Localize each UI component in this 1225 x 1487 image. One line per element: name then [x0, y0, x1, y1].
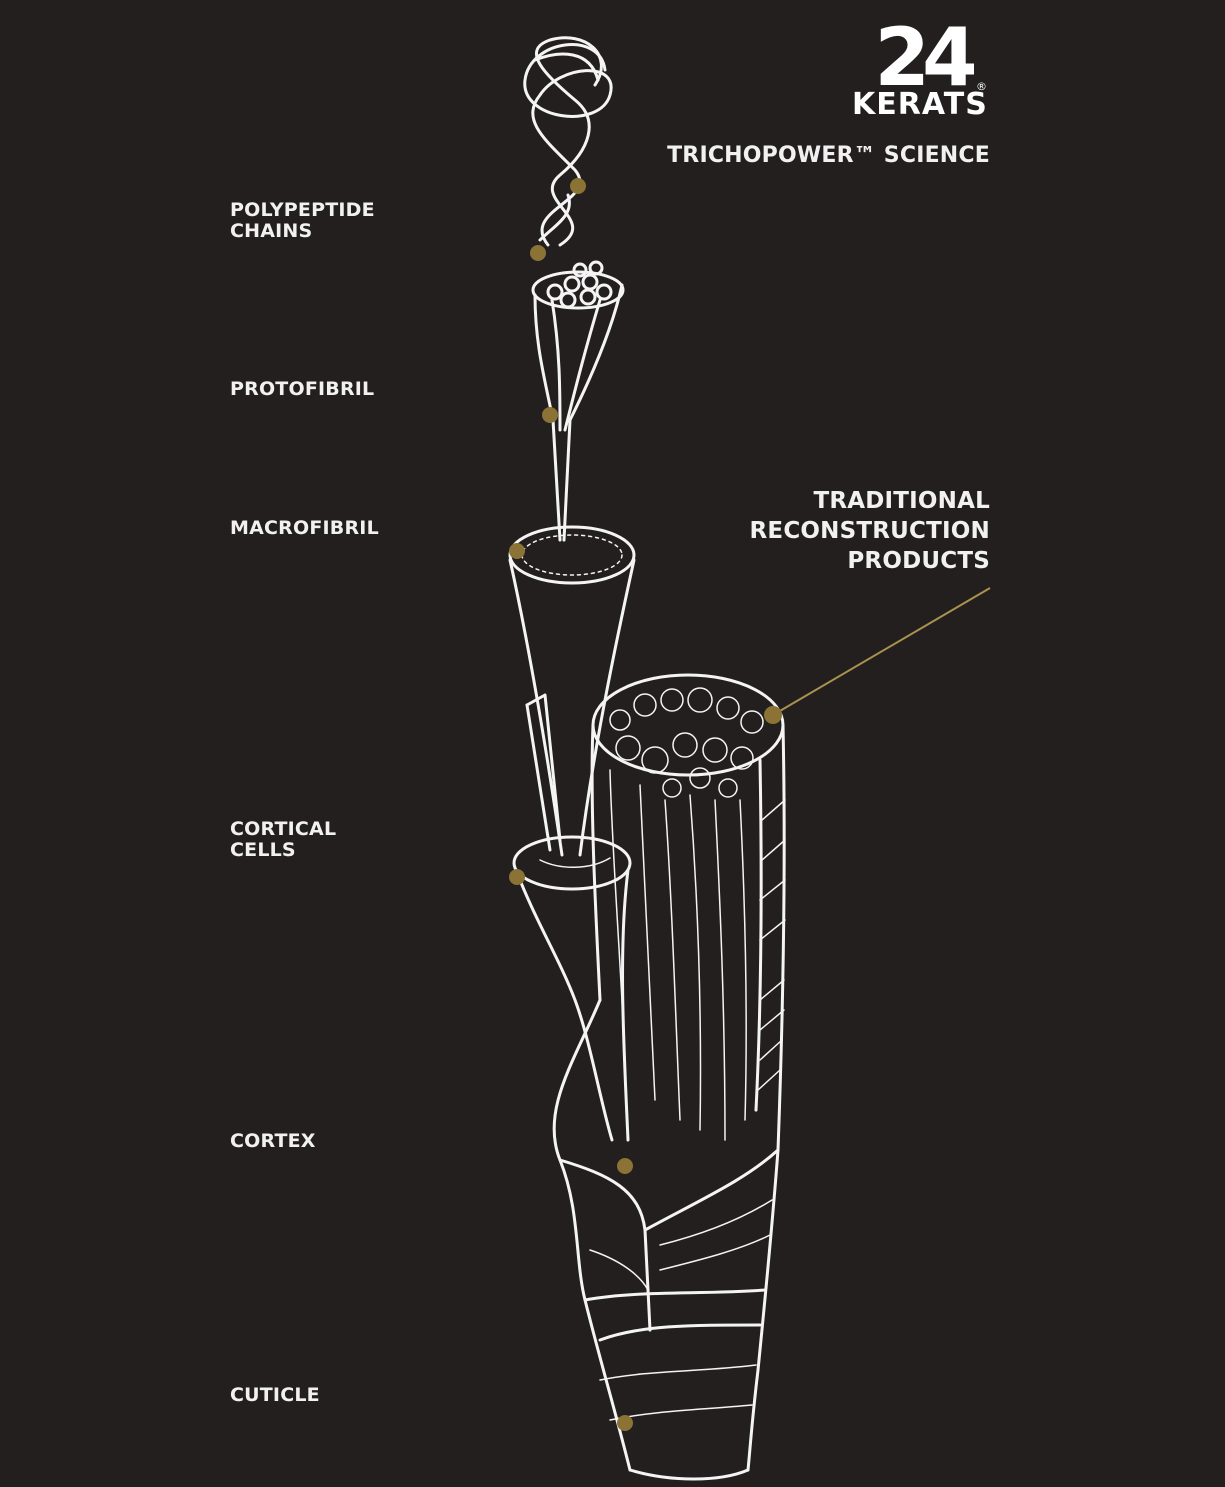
brand-logo-number: 24 — [874, 11, 977, 104]
marker-cuticle — [617, 1415, 633, 1431]
leader-lines — [230, 185, 991, 1424]
label-cortex: CORTEX — [230, 1130, 316, 1152]
marker-trichopower — [570, 178, 586, 194]
label-cuticle: CUTICLE — [230, 1384, 320, 1406]
cortical-cell — [512, 693, 632, 1142]
cortex-body — [590, 673, 786, 1152]
label-cortical-cells: CORTICAL CELLS — [230, 818, 337, 861]
label-traditional-reconstruction: TRADITIONAL RECONSTRUCTION PRODUCTS — [749, 488, 990, 574]
label-polypeptide-chains: POLYPEPTIDE CHAINS — [230, 199, 375, 242]
marker-dots — [509, 178, 782, 1431]
marker-cortex — [617, 1158, 633, 1174]
label-protofibril: PROTOFIBRIL — [230, 378, 375, 400]
protofibril-bundle — [531, 260, 625, 542]
label-macrofibril: MACROFIBRIL — [230, 517, 379, 539]
tagline-trichopower: TRICHOPOWER™ SCIENCE — [667, 143, 990, 168]
registered-mark: ® — [976, 80, 987, 93]
marker-cortical — [509, 869, 525, 885]
marker-traditional — [764, 706, 782, 724]
marker-polypeptide — [530, 245, 546, 261]
polypeptide-helix — [523, 36, 613, 247]
cuticle-sheath — [552, 799, 786, 1481]
marker-protofibril — [542, 407, 558, 423]
brand-logo-word: KERATS — [852, 87, 988, 122]
marker-macrofibril — [509, 543, 525, 559]
